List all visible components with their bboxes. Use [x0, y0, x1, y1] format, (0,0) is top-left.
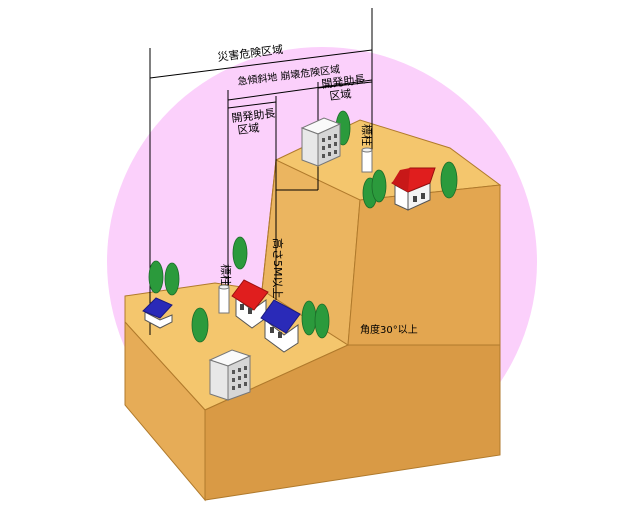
house-red-upper: [391, 167, 436, 211]
building-upper: [300, 117, 342, 167]
building-lower: [208, 349, 252, 401]
dev-zone-right-label-1: 開発助長: [321, 72, 366, 91]
house-blue-lower: [260, 299, 301, 353]
house-red-lower: [231, 279, 269, 329]
marker-post-left: [218, 284, 230, 314]
height-label: 高さ5M以上: [271, 238, 285, 299]
marker-post-right-label: 標柱: [360, 124, 374, 146]
house-blue-left: [142, 297, 173, 329]
marker-post-left-label: 標柱: [219, 264, 233, 286]
front-face: [204, 344, 501, 501]
trees: [148, 110, 458, 343]
dev-zone-left-label-2: 区域: [237, 121, 260, 137]
cliff-edge-line: [261, 159, 277, 291]
marker-post-right: [361, 147, 373, 173]
dev-zone-left-label-1: 開発助長: [231, 106, 276, 125]
upper-plateau-front-face: [347, 184, 501, 346]
dev-zone-right-label-2: 区域: [329, 87, 352, 103]
angle-label: 角度30°以上: [360, 323, 418, 336]
